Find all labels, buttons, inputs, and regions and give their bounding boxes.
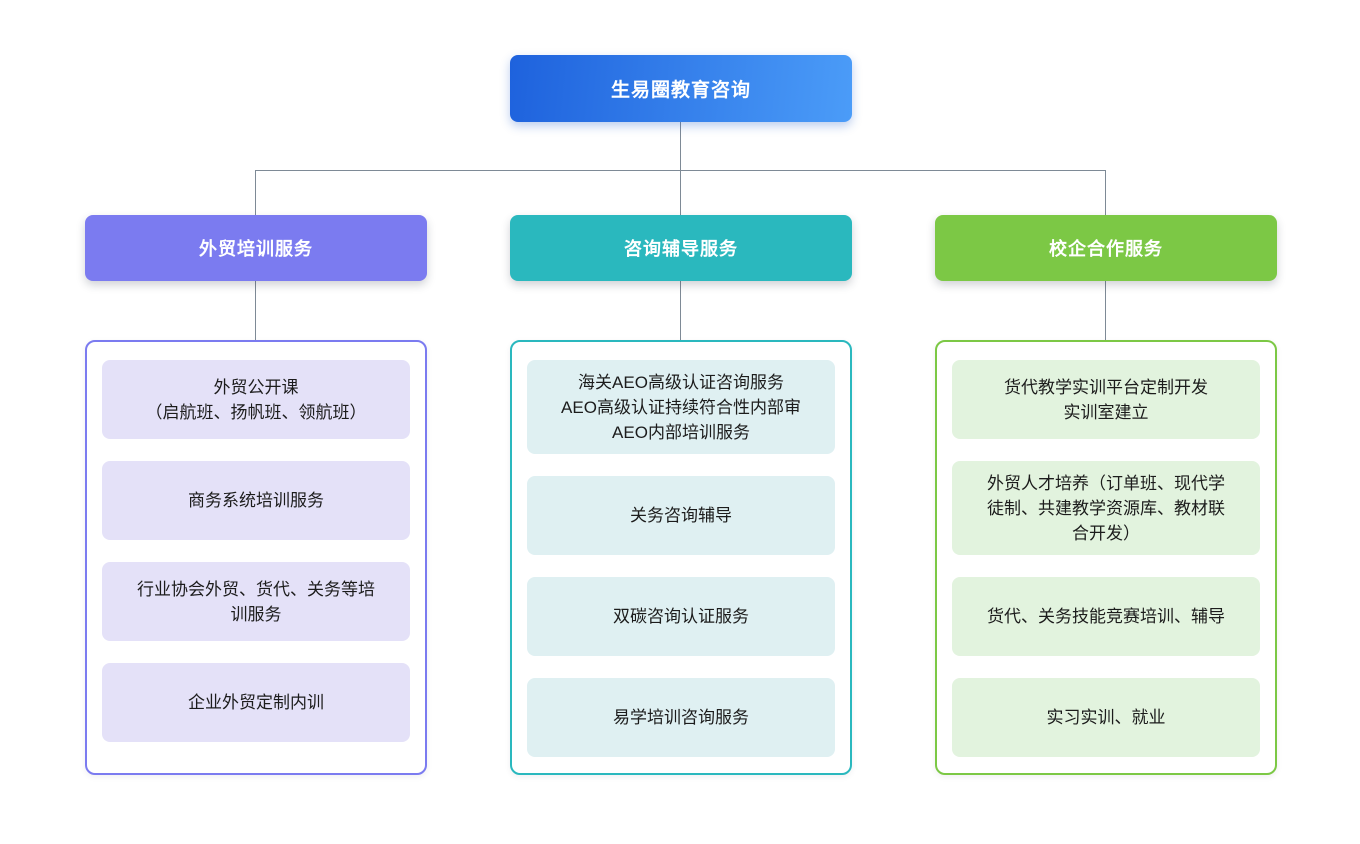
branch-header-school-enterprise: 校企合作服务 bbox=[935, 215, 1277, 281]
connector-drop-left bbox=[255, 171, 256, 215]
leaf-item: 海关AEO高级认证咨询服务 AEO高级认证持续符合性内部审 AEO内部培训服务 bbox=[527, 360, 835, 454]
leaf-item: 实习实训、就业 bbox=[952, 678, 1260, 757]
leaf-item: 外贸公开课 （启航班、扬帆班、领航班） bbox=[102, 360, 410, 439]
branch-container-trade-training: 外贸公开课 （启航班、扬帆班、领航班） 商务系统培训服务 行业协会外贸、货代、关… bbox=[85, 340, 427, 775]
connector-header-container-middle bbox=[680, 281, 681, 340]
leaf-item: 行业协会外贸、货代、关务等培 训服务 bbox=[102, 562, 410, 641]
connector-header-container-right bbox=[1105, 281, 1106, 340]
branch-header-consulting: 咨询辅导服务 bbox=[510, 215, 852, 281]
connector-horizontal bbox=[255, 170, 1106, 171]
connector-root-drop bbox=[680, 122, 681, 170]
connector-header-container-left bbox=[255, 281, 256, 340]
branch-container-consulting: 海关AEO高级认证咨询服务 AEO高级认证持续符合性内部审 AEO内部培训服务 … bbox=[510, 340, 852, 775]
leaf-item: 双碳咨询认证服务 bbox=[527, 577, 835, 656]
leaf-item: 关务咨询辅导 bbox=[527, 476, 835, 555]
leaf-item: 货代、关务技能竞赛培训、辅导 bbox=[952, 577, 1260, 656]
leaf-item: 外贸人才培养（订单班、现代学 徒制、共建教学资源库、教材联 合开发） bbox=[952, 461, 1260, 555]
leaf-item: 货代教学实训平台定制开发 实训室建立 bbox=[952, 360, 1260, 439]
connector-drop-middle bbox=[680, 171, 681, 215]
branch-container-school-enterprise: 货代教学实训平台定制开发 实训室建立 外贸人才培养（订单班、现代学 徒制、共建教… bbox=[935, 340, 1277, 775]
leaf-item: 商务系统培训服务 bbox=[102, 461, 410, 540]
leaf-item: 易学培训咨询服务 bbox=[527, 678, 835, 757]
connector-drop-right bbox=[1105, 171, 1106, 215]
branch-header-trade-training: 外贸培训服务 bbox=[85, 215, 427, 281]
leaf-item: 企业外贸定制内训 bbox=[102, 663, 410, 742]
root-node: 生易圈教育咨询 bbox=[510, 55, 852, 122]
